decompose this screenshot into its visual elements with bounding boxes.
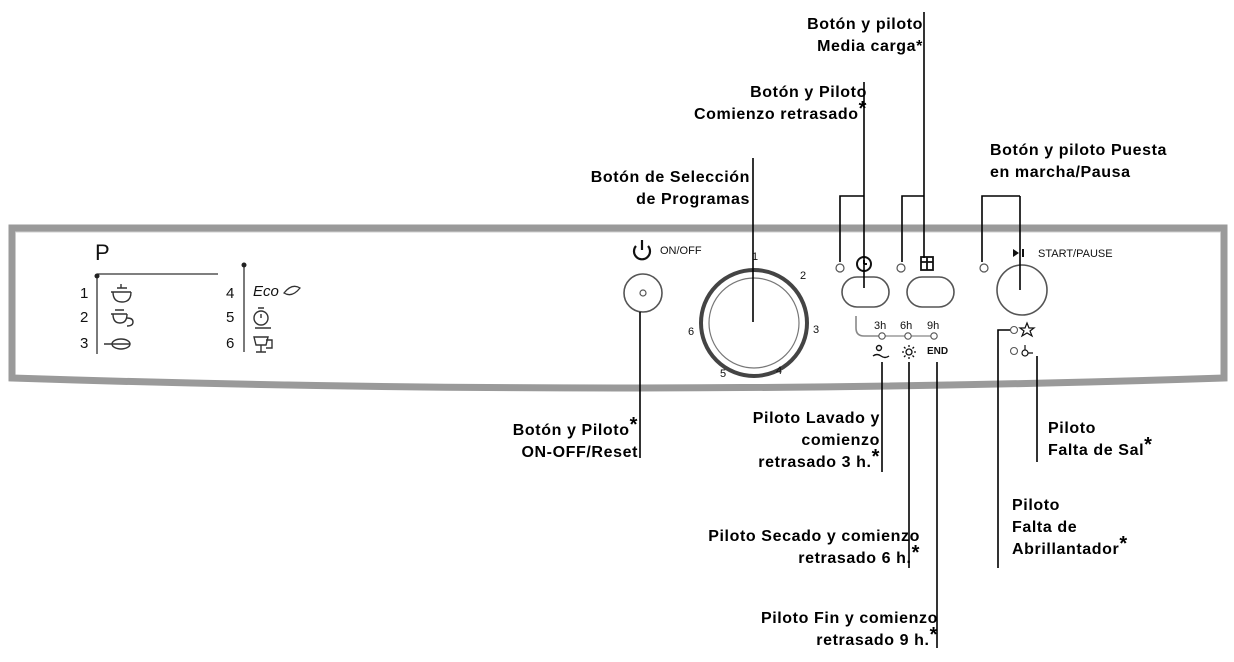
delay-6h-led	[904, 332, 912, 340]
glass-icon	[253, 336, 273, 353]
callout-salt: Piloto Falta de Sal*	[1048, 420, 1153, 459]
whisk-icon	[104, 338, 131, 350]
dial-number-3: 3	[813, 324, 820, 336]
stopwatch-icon	[253, 307, 271, 329]
power-icon	[632, 240, 652, 261]
rinse-aid-led	[1009, 325, 1019, 335]
end-label: END	[927, 346, 949, 357]
delay-3h-label: 3h	[874, 320, 887, 332]
program-num-5: 5	[226, 309, 235, 326]
program-header: P	[95, 240, 110, 265]
salt-led	[1009, 346, 1019, 356]
delay-button	[841, 276, 890, 308]
callout-delay-start: Botón y Piloto Comienzo retrasado*	[693, 84, 867, 123]
callout-wash-delay-3h: Piloto Lavado y comienzo retrasado 3 h.*	[752, 410, 880, 471]
start-pause-led	[979, 263, 989, 273]
callout-half-load: Botón y piloto Media carga*	[807, 16, 923, 55]
panel-outline	[8, 224, 1228, 392]
startpause-text: START/PAUSE	[1038, 248, 1113, 260]
half-load-led	[896, 263, 906, 273]
eco-leaf-icon	[283, 285, 301, 296]
dial-number-4: 4	[776, 365, 783, 377]
delay-6h-label: 6h	[900, 320, 913, 332]
callout-onoff-reset: Botón y Piloto* ON-OFF/Reset	[512, 413, 638, 461]
program-num-6: 6	[226, 335, 235, 352]
salt-icon	[1021, 345, 1033, 357]
callout-end-delay-9h: Piloto Fin y comienzo retrasado 9 h.*	[760, 610, 938, 649]
delay-9h-led	[930, 332, 938, 340]
program-num-2: 2	[80, 309, 89, 326]
dial-number-1: 1	[752, 251, 759, 263]
half-load-button	[906, 276, 955, 308]
onoff-button	[623, 273, 663, 313]
dry-sun-icon	[902, 345, 916, 359]
callout-rinse-aid: Piloto Falta de Abrillantador*	[1012, 497, 1128, 558]
program-eco-text: Eco	[253, 283, 279, 300]
callout-dry-delay-6h: Piloto Secado y comienzo retrasado 6 h.*	[708, 528, 920, 567]
half-load-icon	[920, 256, 934, 271]
onoff-text: ON/OFF	[660, 245, 702, 257]
program-num-4: 4	[226, 285, 235, 302]
program-num-3: 3	[80, 335, 89, 352]
rinse-aid-icon	[1018, 321, 1036, 338]
dial-number-5: 5	[720, 368, 727, 380]
dial-number-6: 6	[688, 326, 695, 338]
start-pause-button	[996, 264, 1048, 316]
pot-icon	[111, 284, 132, 303]
callout-program-select: Botón de Selección de Programas	[590, 169, 750, 208]
delay-led	[835, 263, 845, 273]
delay-9h-label: 9h	[927, 320, 940, 332]
delay-3h-led	[878, 332, 886, 340]
callout-start-pause: Botón y piloto Puesta en marcha/Pausa	[990, 142, 1168, 181]
dial-number-2: 2	[800, 270, 807, 282]
program-num-1: 1	[80, 285, 89, 302]
wash-icon	[872, 344, 890, 359]
pot-cup-icon	[111, 309, 134, 327]
program-dial	[699, 268, 809, 378]
play-pause-icon	[1013, 249, 1024, 257]
